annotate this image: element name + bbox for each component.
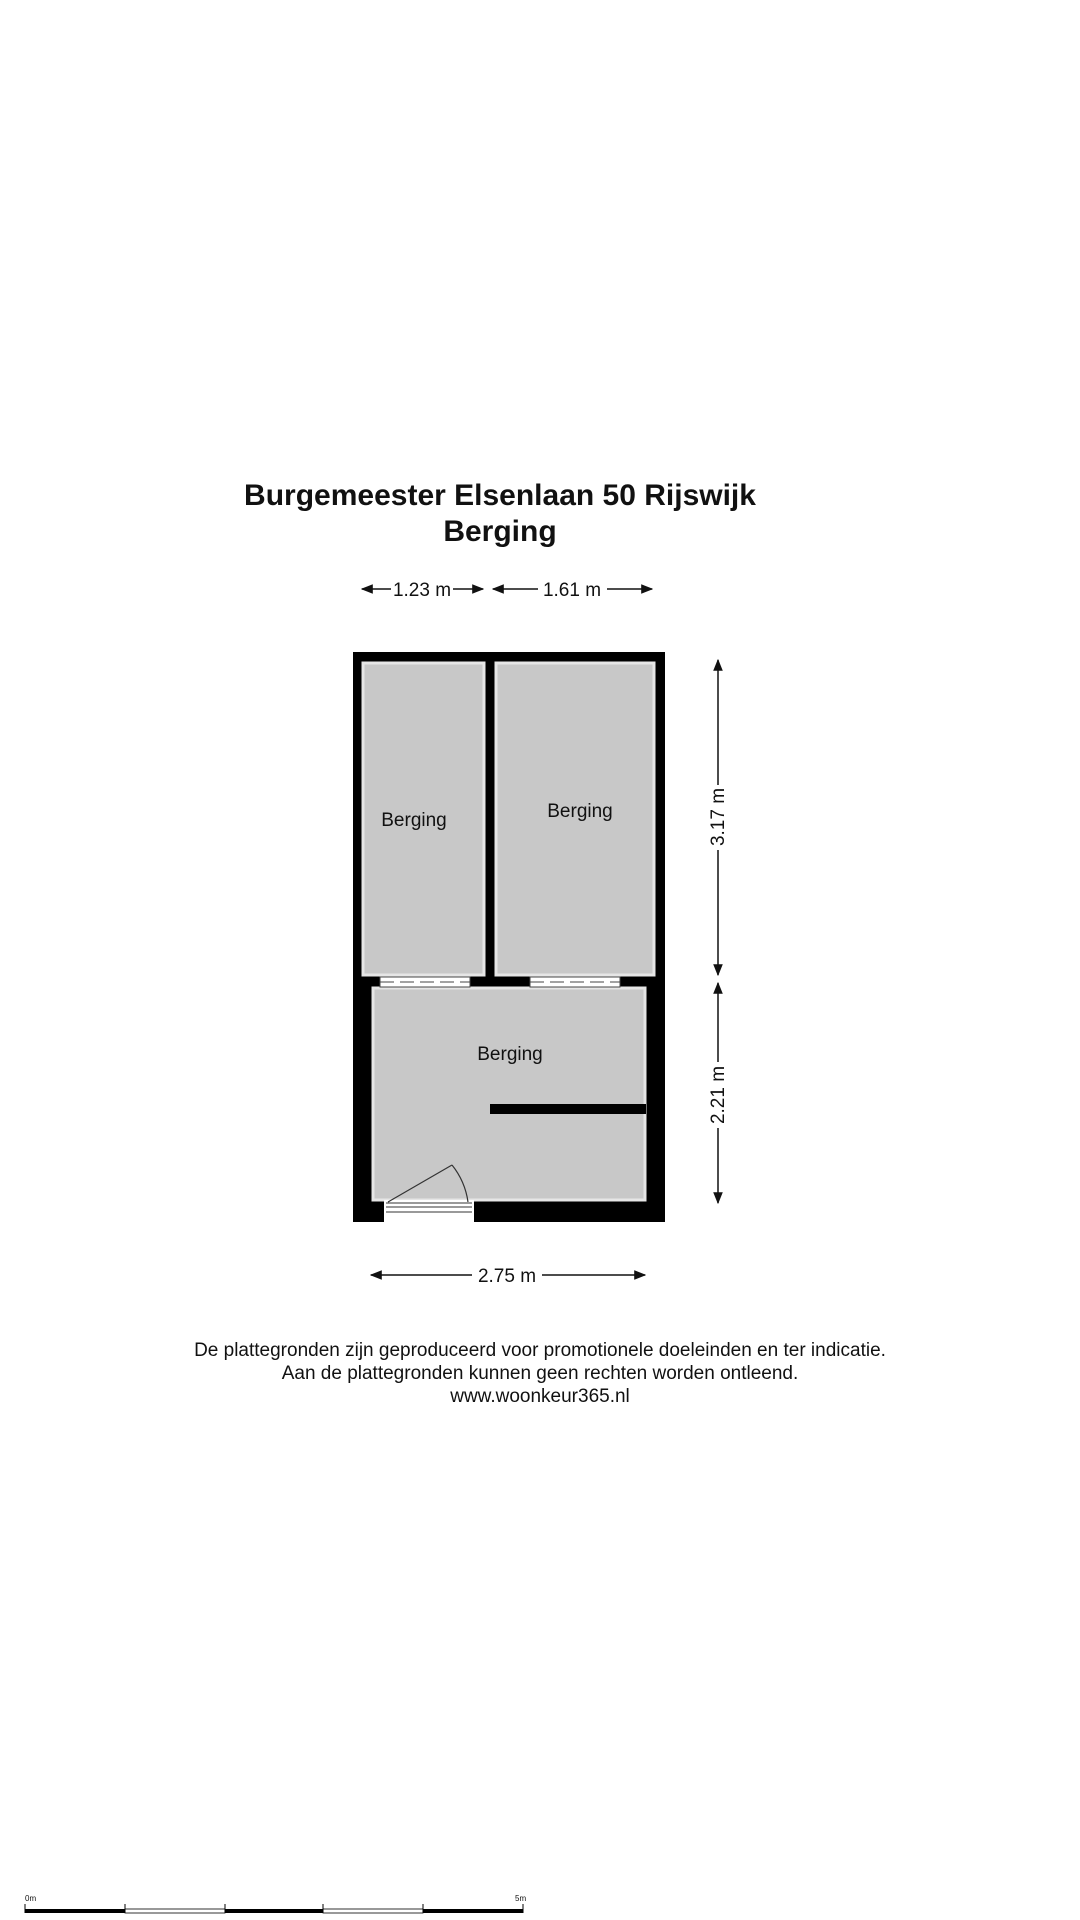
disclaimer-line-2: Aan de plattegronden kunnen geen rechten… [281,1363,799,1384]
dimension-top-left: 1.23 m [360,580,485,601]
dimension-label-total-width: 2.75 m [478,1266,536,1287]
scale-bar-start-label: 0m [25,1894,36,1903]
dimension-total-width: 2.75 m [369,1266,647,1287]
plan-title-floor: Berging [443,515,557,548]
scale-bar: 0m 5m [24,1894,526,1914]
disclaimer-line-1: De plattegronden zijn geproduceerd voor … [194,1340,886,1361]
room-floor-top-left [361,661,486,977]
dimension-label-upper-height: 3.17 m [708,788,729,846]
room-label-bottom: Berging [477,1044,543,1065]
dimension-top-right: 1.61 m [491,580,654,601]
plan-title-address: Burgemeester Elsenlaan 50 Rijswijk [244,479,756,512]
interior-wall-stub [490,1104,646,1114]
dimension-label-top-right: 1.61 m [543,580,601,601]
room-floor-top-right [494,661,656,977]
room-floor-bottom [371,986,647,1202]
dimension-label-lower-height: 2.21 m [708,1066,729,1124]
dimension-upper-height: 3.17 m [708,658,729,977]
sliding-door-left [379,976,471,988]
entrance-door [384,1164,474,1222]
dimension-label-top-left: 1.23 m [393,580,451,601]
sliding-door-right [529,976,621,988]
disclaimer-website: www.woonkeur365.nl [450,1386,630,1407]
room-label-top-right: Berging [547,801,613,822]
room-label-top-left: Berging [381,810,447,831]
scale-bar-end-label: 5m [515,1894,526,1903]
dimension-lower-height: 2.21 m [708,981,729,1205]
